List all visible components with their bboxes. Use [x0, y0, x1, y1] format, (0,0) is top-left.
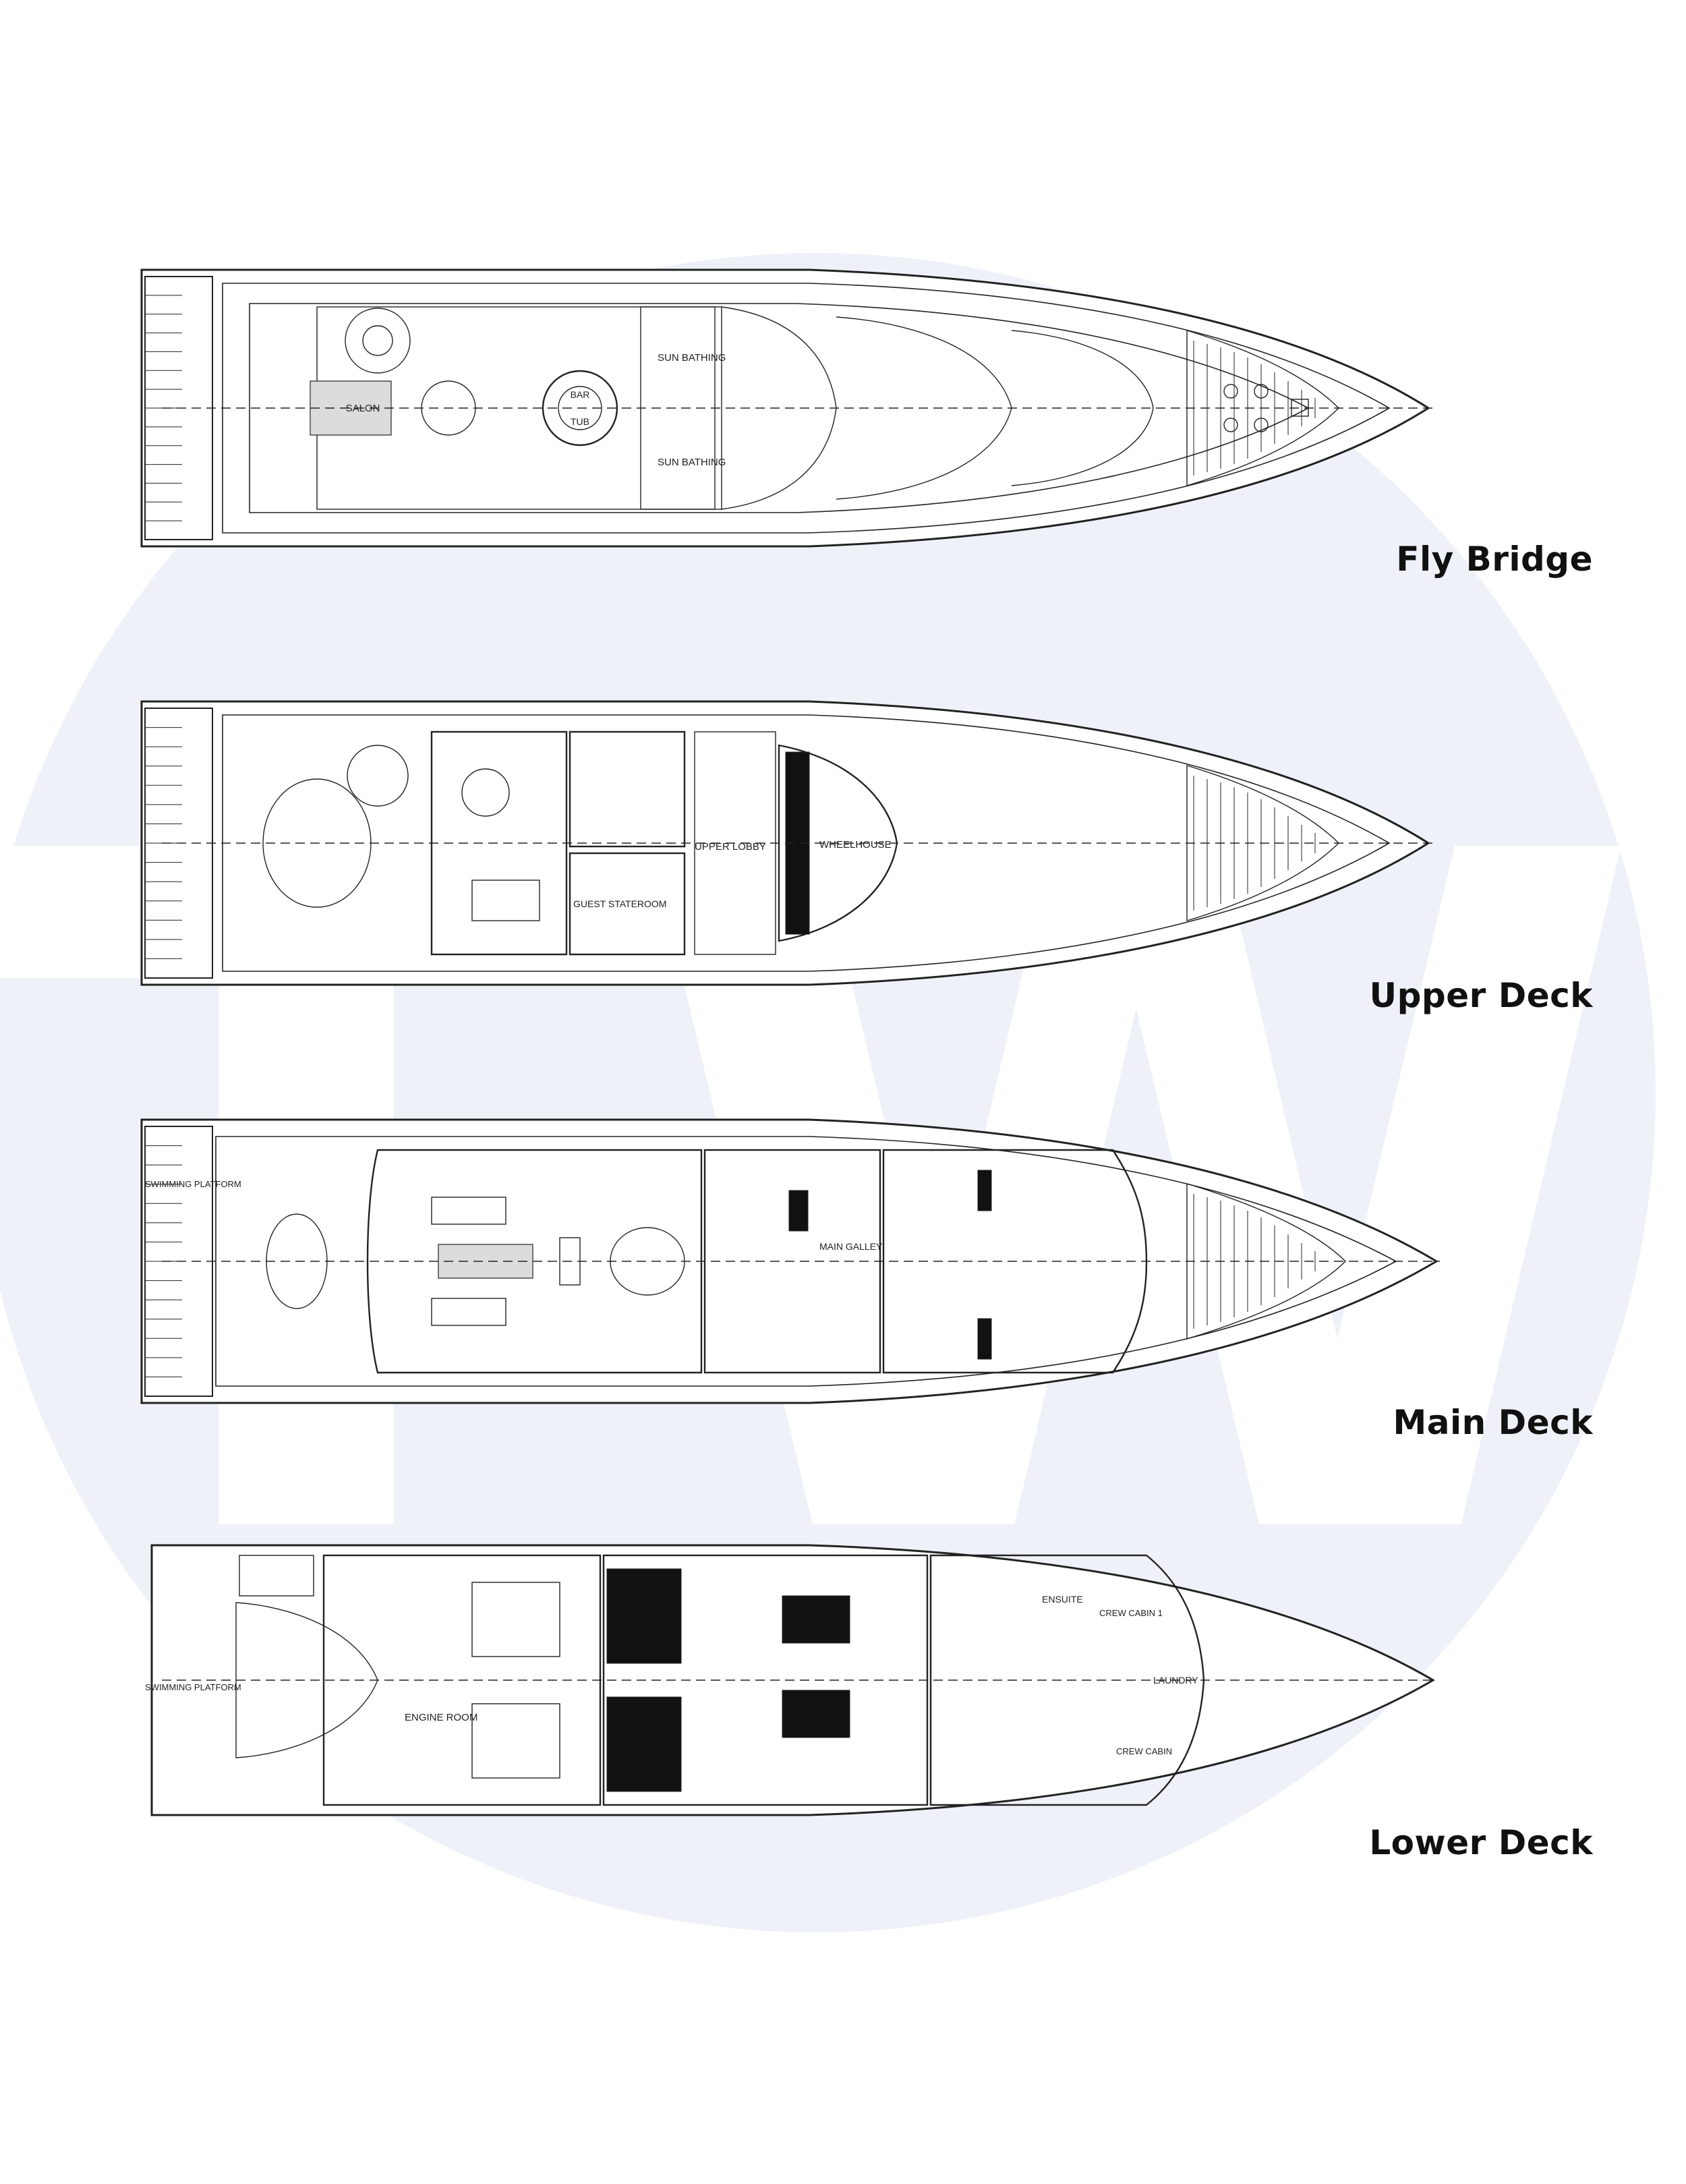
- label-sun-bathing-1: SUN BATHING: [658, 352, 726, 364]
- spiral-stair: [345, 308, 411, 374]
- fly-bridge-plan: BAR TUB SALON SUN BATHING SUN BATHING: [140, 268, 1433, 548]
- caption-fly-bridge: Fly Bridge: [1396, 540, 1593, 579]
- label-swimming-platform: SWIMMING PLATFORM: [145, 1179, 241, 1189]
- upper-deck-plan: GUEST STATEROOM UPPER LOBBY WHEELHOUSE: [140, 700, 1433, 986]
- hull-inner: [222, 714, 1391, 972]
- sun-bathing-pads: SUN BATHING SUN BATHING: [640, 306, 726, 510]
- label-guest-stateroom: GUEST STATEROOM: [573, 898, 666, 909]
- label-main-galley: MAIN GALLEY: [819, 1241, 883, 1252]
- watermark-circle: [0, 253, 1656, 1932]
- caption-main-deck: Main Deck: [1393, 1403, 1593, 1442]
- label-bar: BAR: [571, 389, 590, 400]
- main-salon: [366, 1149, 703, 1374]
- stern-swim-ladder: [144, 276, 213, 540]
- lower-deck-plan: SWIMMING PLATFORM ENGINE ROOM ENSUITE CR…: [145, 1544, 1436, 1816]
- label-crew-cabin-1: CREW CABIN 1: [1099, 1608, 1163, 1618]
- label-wheelhouse: WHEELHOUSE: [819, 839, 892, 851]
- hull-inner: [222, 283, 1391, 534]
- caption-lower-deck: Lower Deck: [1369, 1823, 1593, 1862]
- cabin-block: GUEST STATEROOM: [569, 730, 686, 956]
- label-engine-room: ENGINE ROOM: [405, 1712, 477, 1723]
- label-upper-lobby: UPPER LOBBY: [695, 841, 766, 853]
- bar-round: BAR TUB: [542, 370, 618, 447]
- main-deck-plan: SWIMMING PLATFORM MAIN GALLEY: [140, 1118, 1440, 1404]
- label-crew-cabin-2: CREW CABIN: [1116, 1746, 1172, 1756]
- label-sun-bathing-2: SUN BATHING: [658, 457, 726, 468]
- label-tub: TUB: [571, 416, 589, 427]
- caption-upper-deck: Upper Deck: [1369, 976, 1593, 1015]
- guest-cabins: [602, 1554, 929, 1806]
- label-ensuite: ENSUITE: [1042, 1594, 1083, 1605]
- label-swimming-platform: SWIMMING PLATFORM: [145, 1682, 241, 1692]
